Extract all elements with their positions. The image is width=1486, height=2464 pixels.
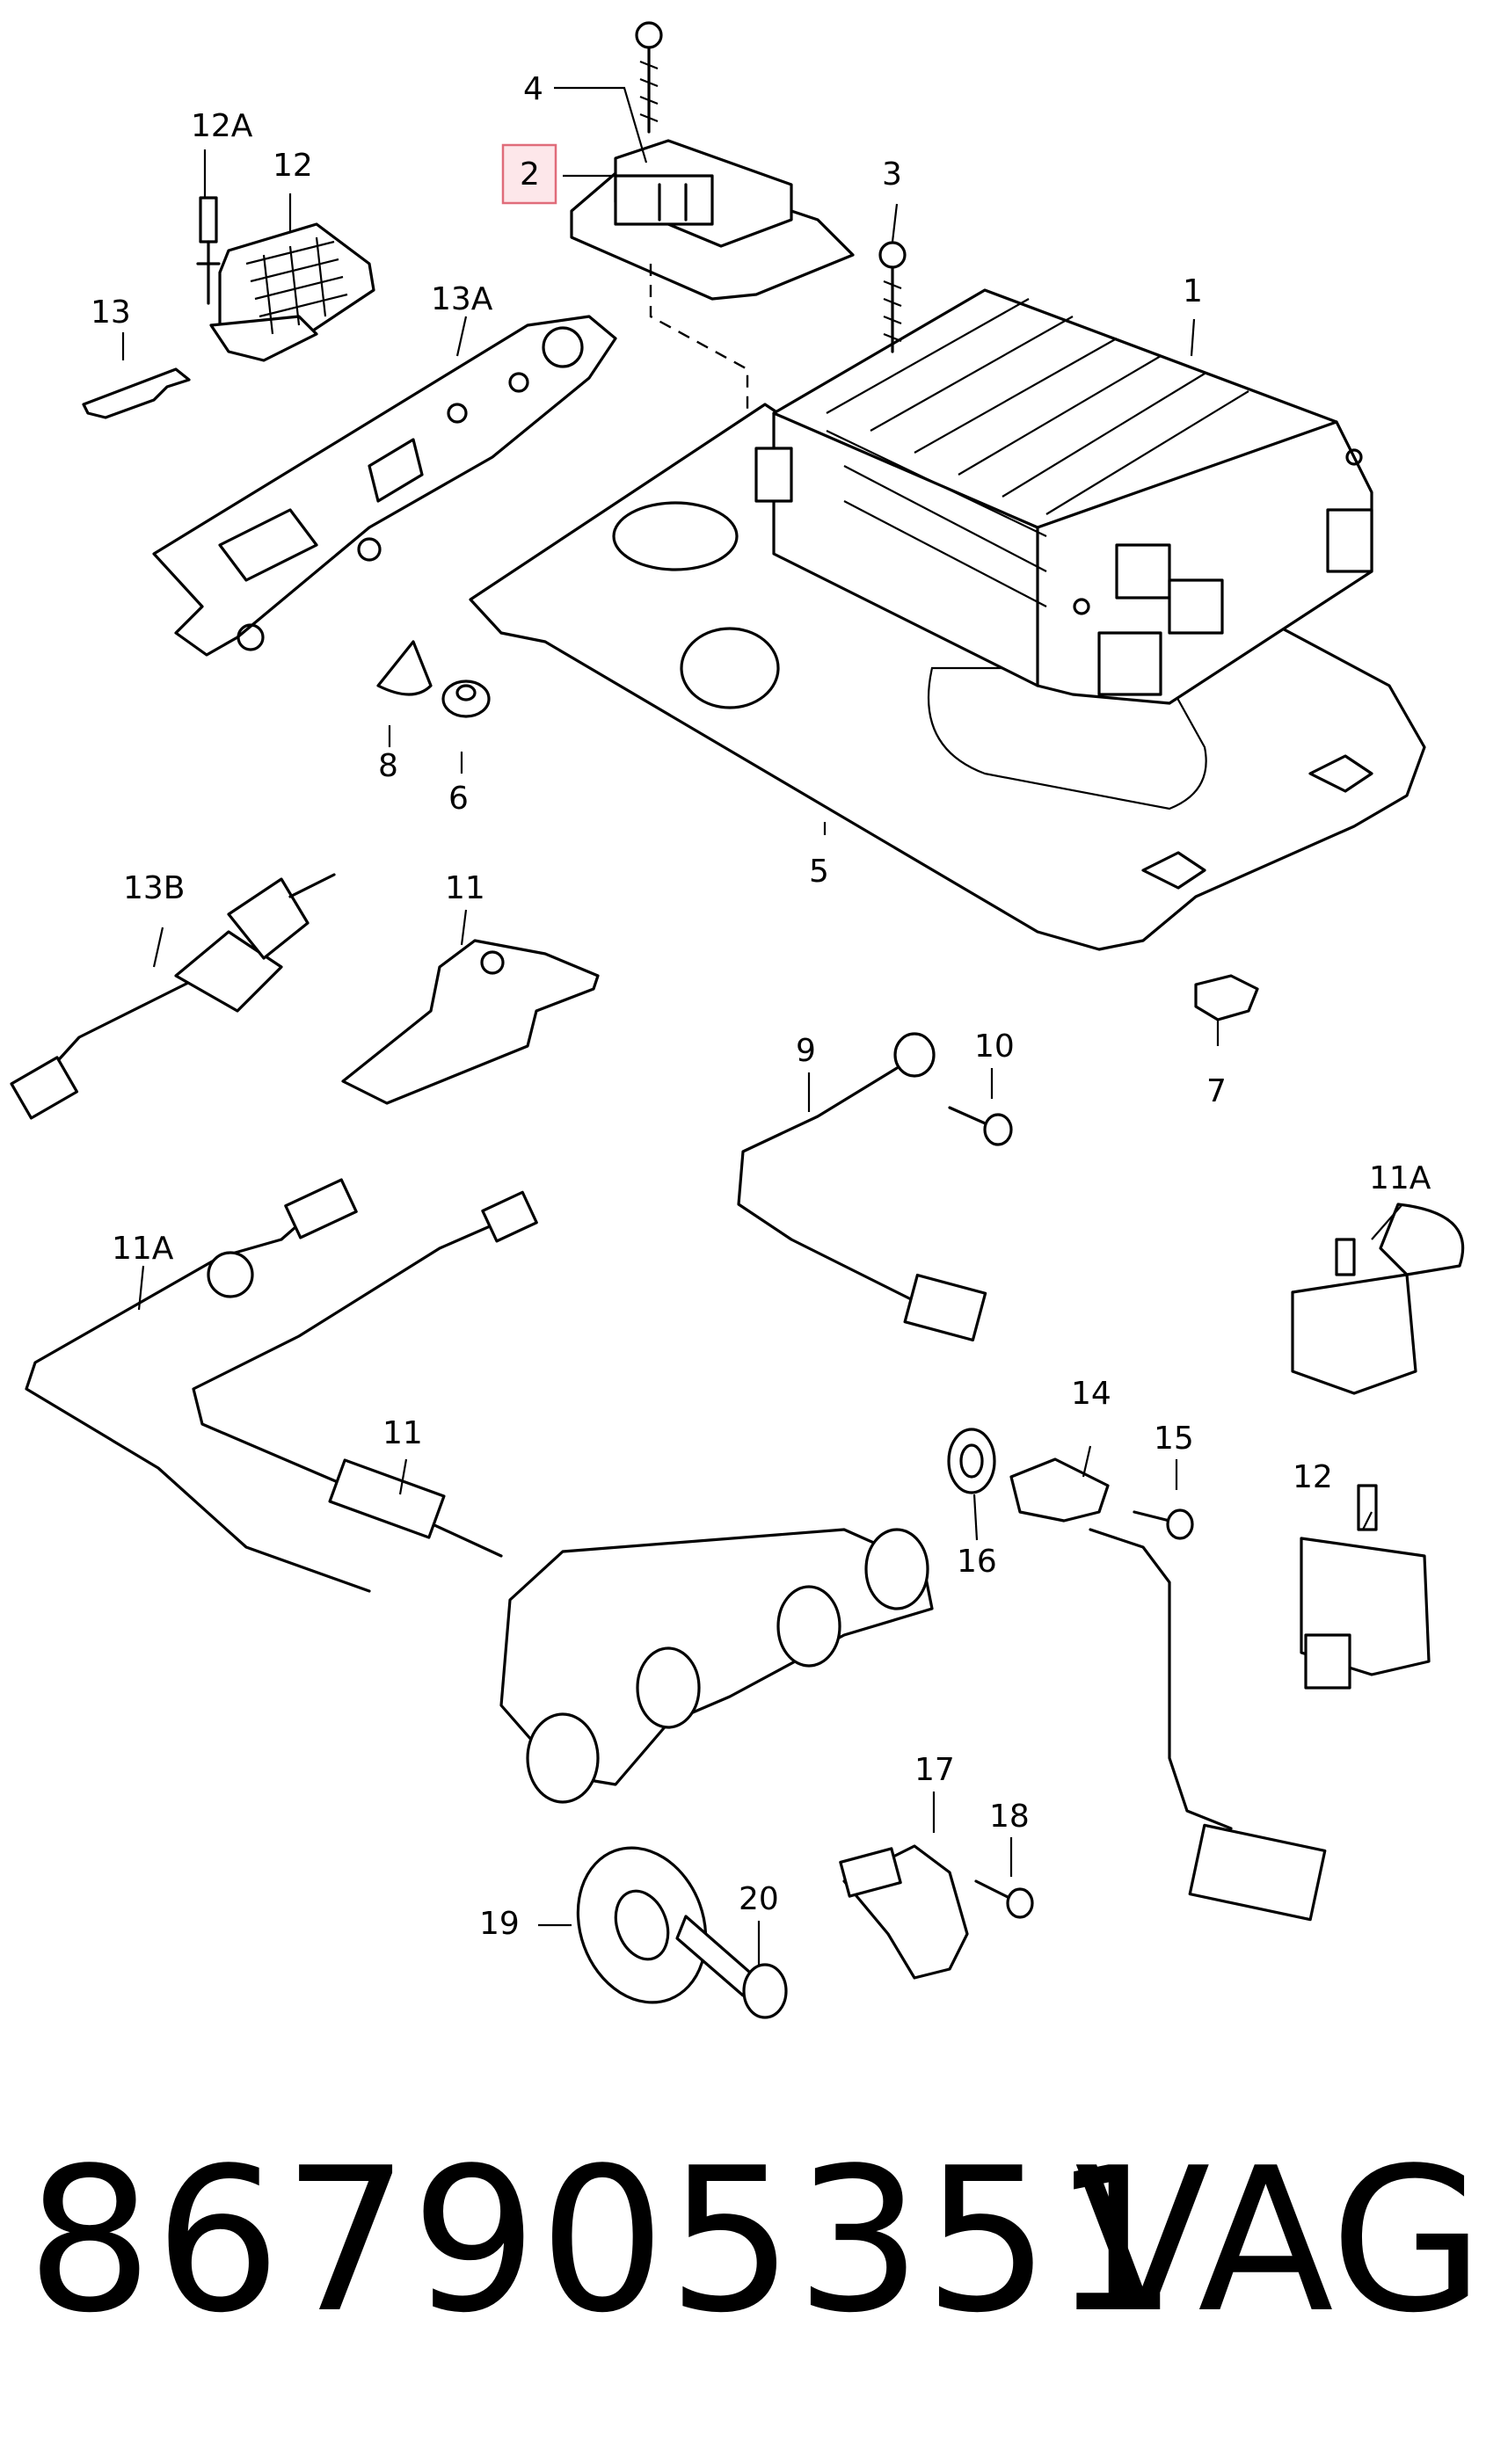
knock-sensor-part-9 [737, 1032, 987, 1341]
callout-14: 12A [191, 108, 253, 144]
callout-9: 9 [796, 1033, 816, 1069]
callout-18: 17 [914, 1752, 955, 1788]
callout-15: 14 [1071, 1376, 1111, 1412]
leader-lines [121, 86, 1403, 1965]
module-part-2 [570, 139, 855, 301]
callout-11a-printed: 11A [112, 1231, 174, 1267]
sensor-part-18 [839, 1844, 969, 1980]
bolt-part-10 [948, 1106, 1013, 1146]
callout-1: 1 [1183, 273, 1203, 309]
speed-sensor-part-15 [1009, 1457, 1327, 1922]
screw-part-3 [878, 241, 907, 353]
temp-sensor-part-11 [192, 1190, 538, 1558]
callout-4: 4 [523, 71, 543, 107]
callout-8: 8 [378, 748, 398, 784]
cap-part-8 [376, 640, 433, 696]
callout-13: 12 [273, 148, 313, 184]
callout-11: 11 [382, 1415, 423, 1451]
parts-diagram: 12A 12 13 13A 4 2 3 1 8 6 5 13B 11 7 9 1… [10, 21, 1465, 2019]
callout-3: 3 [882, 156, 902, 193]
control-unit-part-1 [754, 288, 1373, 705]
brand-name: VAG [1074, 2126, 1484, 2357]
callout-12a: 11A [1369, 1160, 1431, 1196]
bracket-part-13b [152, 315, 617, 657]
callout-17: 16 [957, 1544, 997, 1580]
bolt-part-16 [1133, 1508, 1194, 1540]
callout-21: 20 [739, 1881, 779, 1917]
valve-part-12a [1291, 1203, 1465, 1395]
callout-19: 18 [989, 1799, 1030, 1835]
bolt-part-19 [974, 1879, 1034, 1919]
callout-6: 6 [448, 781, 469, 817]
callout-13d: 13B [123, 870, 186, 906]
part-number: 867905351 [26, 2126, 1181, 2357]
clip-part-13a [82, 367, 191, 419]
connector-part-13 [209, 222, 375, 362]
bolt-part-21 [675, 1915, 788, 2019]
sensor-part-13d [10, 873, 336, 1120]
callout-5: 5 [809, 854, 829, 890]
callout-12: 11 [445, 870, 485, 906]
callout-labels: 12A 12 13 13A 4 2 3 1 8 6 5 13B 11 7 9 1… [91, 71, 1431, 1942]
washer-part-17 [947, 1428, 996, 1494]
callout-12b-printed: 12 [1293, 1459, 1333, 1495]
callout-16: 15 [1154, 1421, 1194, 1457]
callout-13b: 13A [431, 281, 493, 317]
callout-2: 2 [520, 156, 540, 193]
temp-sensor-part-11a [25, 1178, 371, 1593]
pin-part-14 [196, 196, 221, 305]
exhaust-manifold [499, 1528, 934, 1804]
screw-part-4 [635, 21, 663, 134]
footer-caption: 867905351 VAG [0, 2110, 1486, 2373]
trigger-wheel-part-20 [576, 1846, 708, 2004]
callout-2-highlight-box [501, 143, 557, 205]
callout-20: 19 [479, 1906, 520, 1942]
valve-part-12b [1300, 1484, 1431, 1690]
callout-13a: 13 [91, 294, 131, 331]
clip-part-7 [1194, 974, 1259, 1021]
bracket-part-12 [341, 939, 600, 1105]
nut-part-6 [441, 680, 491, 718]
callout-7: 7 [1206, 1073, 1227, 1109]
callout-10: 10 [974, 1028, 1015, 1065]
